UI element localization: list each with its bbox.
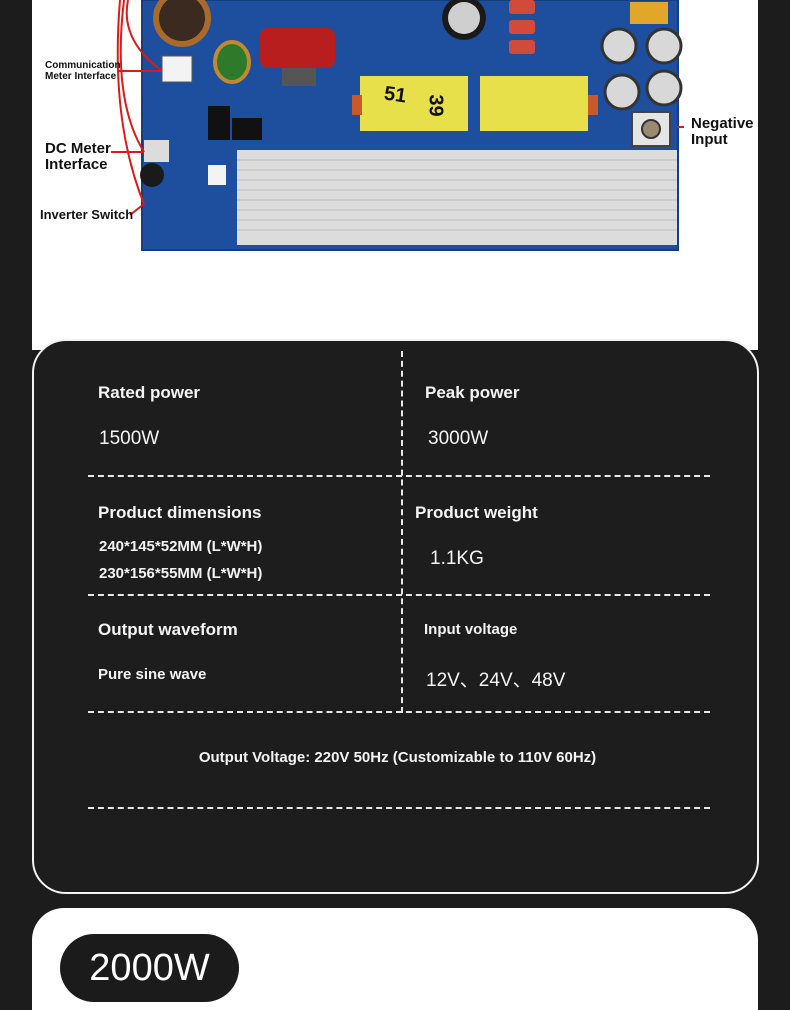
red-capacitor (260, 28, 335, 68)
transformer-label-right: 39 (424, 94, 447, 117)
callout-dc-line2: Interface (45, 155, 108, 173)
weight-label: Product weight (415, 503, 538, 522)
peak-power-label: Peak power (425, 383, 520, 402)
callout-dc-line1: DC Meter (45, 140, 111, 157)
dimensions-value-1: 240*145*52MM (L*W*H) (99, 538, 263, 555)
spec-divider-4 (88, 807, 710, 809)
spec-card: Rated power 1500W Peak power 3000W Produ… (32, 339, 759, 894)
inductor (213, 40, 251, 84)
callout-communication-meter: Communication Meter Interface (45, 60, 121, 82)
product-photo-panel: Communication Meter Interface DC Meter I… (32, 0, 758, 350)
weight-value: 1.1KG (430, 548, 484, 569)
input-voltage-label: Input voltage (424, 621, 518, 638)
callout-comm-line2: Meter Interface (45, 70, 117, 82)
dimensions-label: Product dimensions (98, 503, 262, 522)
heatsink (237, 150, 677, 245)
callout-dc-meter: DC Meter Interface (45, 141, 111, 173)
input-voltage-value: 12V、24V、48V (426, 670, 566, 691)
rated-power-value: 1500W (99, 428, 160, 449)
callout-neg-line1: Negative (691, 115, 754, 132)
callout-neg-line2: Input (691, 130, 728, 148)
next-product-panel: 2000W (32, 908, 758, 1010)
callout-inverter-switch: Inverter Switch (40, 207, 134, 222)
spec-divider-2 (88, 594, 710, 596)
transformer-label-left: 51 (382, 82, 408, 108)
spec-divider-3 (88, 711, 710, 713)
callout-comm-line1: Communication (45, 60, 121, 71)
dimensions-value: 240*145*52MM (L*W*H) 230*156*55MM (L*W*H… (99, 533, 262, 587)
transformer-right (480, 76, 588, 131)
waveform-label: Output waveform (98, 620, 238, 639)
rated-power-label: Rated power (98, 383, 201, 402)
waveform-value: Pure sine wave (98, 666, 207, 683)
transformer-left (360, 76, 468, 131)
inverter-board-illustration (111, 0, 684, 251)
spec-vertical-divider (401, 351, 403, 713)
callout-negative-input: Negative Input (691, 116, 754, 148)
peak-power-value: 3000W (428, 428, 489, 449)
output-voltage-text: Output Voltage: 220V 50Hz (Customizable … (198, 749, 597, 766)
model-badge: 2000W (60, 934, 239, 1002)
spec-divider-1 (88, 475, 710, 477)
dimensions-value-2: 230*156*55MM (L*W*H) (99, 565, 263, 582)
